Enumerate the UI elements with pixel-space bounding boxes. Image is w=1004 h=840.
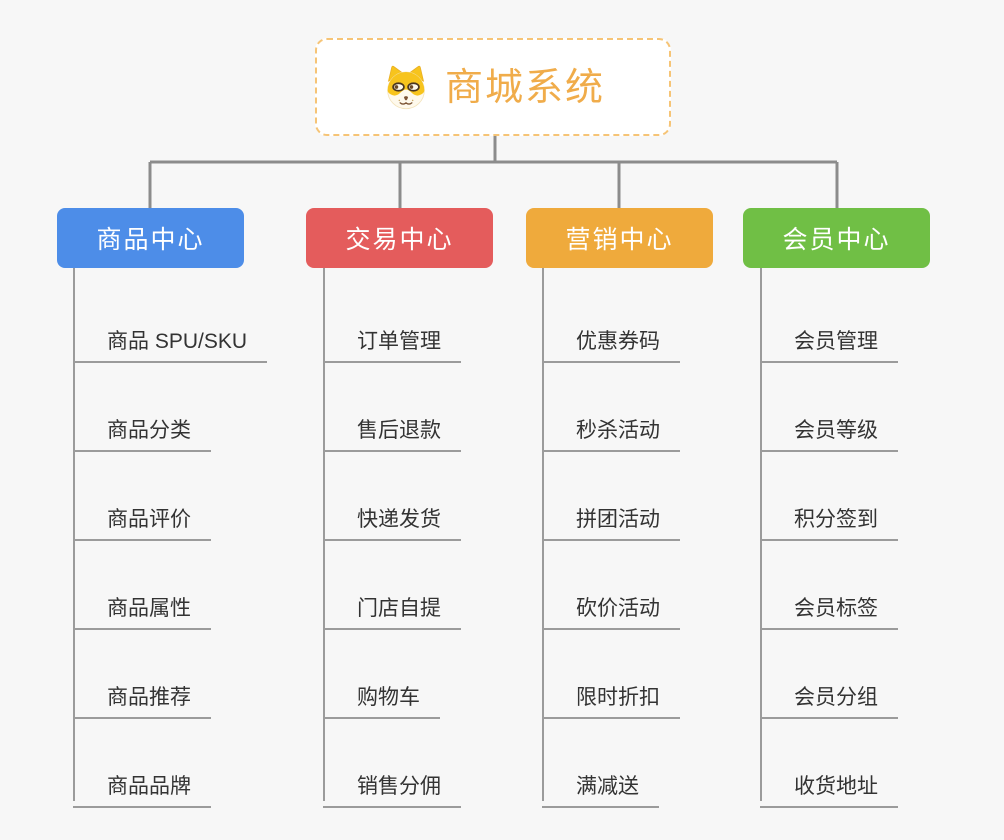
- branch-node-member-center[interactable]: 会员中心: [743, 208, 930, 268]
- leaf-node[interactable]: 商品分类: [73, 398, 211, 452]
- leaf-node[interactable]: 砍价活动: [542, 576, 680, 630]
- leaf-node[interactable]: 会员标签: [760, 576, 898, 630]
- leaf-node[interactable]: 订单管理: [323, 309, 461, 363]
- leaf-node[interactable]: 满减送: [542, 754, 659, 808]
- root-branch-connector: [148, 136, 839, 208]
- branch-node-trade-center[interactable]: 交易中心: [306, 208, 493, 268]
- leaf-node[interactable]: 秒杀活动: [542, 398, 680, 452]
- leaf-node[interactable]: 商品品牌: [73, 754, 211, 808]
- leaf-node[interactable]: 会员分组: [760, 665, 898, 719]
- branch-node-product-center[interactable]: 商品中心: [57, 208, 244, 268]
- leaf-node[interactable]: 限时折扣: [542, 665, 680, 719]
- leaf-node[interactable]: 优惠券码: [542, 309, 680, 363]
- leaf-node[interactable]: 销售分佣: [323, 754, 461, 808]
- leaf-node[interactable]: 商品推荐: [73, 665, 211, 719]
- shiba-dog-icon: [381, 63, 431, 111]
- leaf-node[interactable]: 商品 SPU/SKU: [73, 309, 268, 363]
- leaf-node[interactable]: 商品属性: [73, 576, 211, 630]
- leaf-node[interactable]: 拼团活动: [542, 487, 680, 541]
- leaf-node[interactable]: 会员等级: [760, 398, 898, 452]
- leaf-node[interactable]: 积分签到: [760, 487, 898, 541]
- root-title: 商城系统: [444, 67, 605, 109]
- leaf-node[interactable]: 会员管理: [760, 309, 898, 363]
- leaf-node[interactable]: 购物车: [323, 665, 440, 719]
- branch-node-marketing-center[interactable]: 营销中心: [526, 208, 713, 268]
- leaf-node[interactable]: 快递发货: [323, 487, 461, 541]
- leaf-node[interactable]: 收货地址: [760, 754, 898, 808]
- leaf-node[interactable]: 商品评价: [73, 487, 211, 541]
- leaf-node[interactable]: 门店自提: [323, 576, 461, 630]
- root-node[interactable]: 商城系统: [315, 38, 671, 136]
- leaf-node[interactable]: 售后退款: [323, 398, 461, 452]
